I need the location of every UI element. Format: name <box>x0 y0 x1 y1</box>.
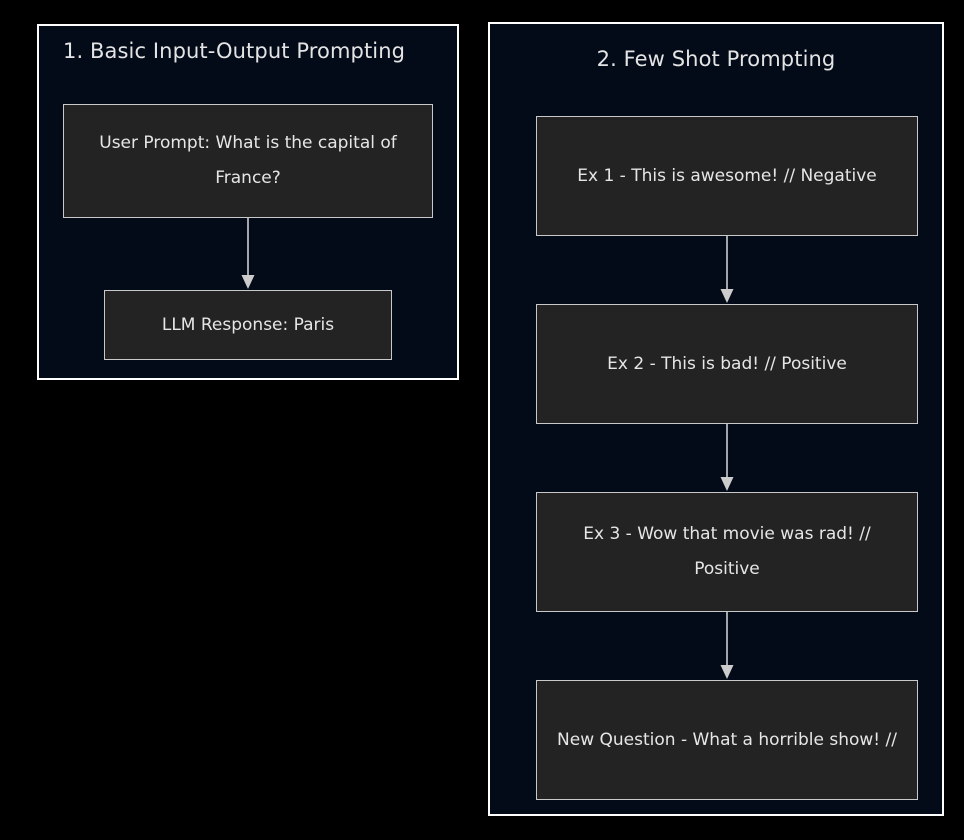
node-example-2[interactable]: Ex 2 - This is bad! // Positive <box>536 304 918 424</box>
arrow-down-icon <box>720 289 734 303</box>
node-new-question[interactable]: New Question - What a horrible show! // <box>536 680 918 800</box>
arrow-down-icon <box>720 477 734 491</box>
node-user-prompt-label: User Prompt: What is the capital of Fran… <box>99 133 397 188</box>
panel-2-title: 2. Few Shot Prompting <box>596 47 836 71</box>
node-example-3-label: Ex 3 - Wow that movie was rad! // Positi… <box>583 524 871 579</box>
node-llm-response-label: LLM Response: Paris <box>161 314 335 335</box>
edge-ex3-to-new-question <box>720 612 734 679</box>
node-example-1-label: Ex 1 - This is awesome! // Negative <box>577 165 877 186</box>
arrow-down-icon <box>241 275 255 289</box>
edge-ex2-to-ex3 <box>720 424 734 491</box>
node-example-3[interactable]: Ex 3 - Wow that movie was rad! // Positi… <box>536 492 918 612</box>
node-llm-response[interactable]: LLM Response: Paris <box>104 290 392 360</box>
node-example-1[interactable]: Ex 1 - This is awesome! // Negative <box>536 116 918 236</box>
edge-prompt-to-response <box>241 218 255 289</box>
panel-few-shot-prompting: 2. Few Shot Prompting Ex 1 - This is awe… <box>488 22 944 816</box>
node-example-2-label: Ex 2 - This is bad! // Positive <box>607 353 847 374</box>
panel-basic-input-output-prompting: 1. Basic Input-Output Prompting User Pro… <box>37 24 459 380</box>
edge-ex1-to-ex2 <box>720 236 734 303</box>
node-user-prompt[interactable]: User Prompt: What is the capital of Fran… <box>63 104 433 218</box>
arrow-down-icon <box>720 665 734 679</box>
panel-1-title: 1. Basic Input-Output Prompting <box>63 39 406 63</box>
node-new-question-label: New Question - What a horrible show! // <box>557 729 897 750</box>
